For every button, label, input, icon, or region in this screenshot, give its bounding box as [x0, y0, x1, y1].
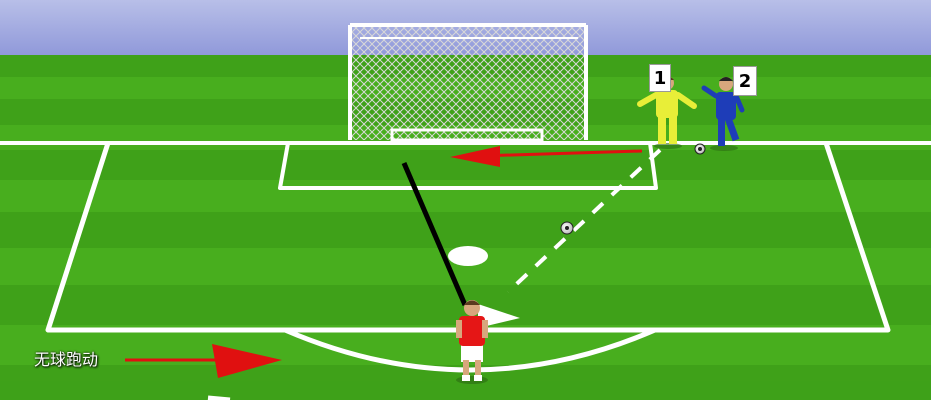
player-1-number-badge: 1: [649, 64, 671, 92]
run-path-line: [401, 162, 468, 306]
grass-stripes: [0, 55, 931, 400]
player-1-number: 1: [653, 67, 667, 89]
goal: [348, 23, 588, 142]
arrow-off-ball-run: [125, 344, 282, 378]
penalty-spot: [448, 246, 488, 266]
player-2-number: 2: [738, 70, 752, 92]
pass-path-dashed: [506, 148, 662, 294]
soccer-ball-icon: [560, 221, 574, 235]
player-2-server: [701, 77, 745, 151]
flag-marker-icon: [478, 304, 520, 328]
arrow-pass-to-keeper: [450, 146, 643, 167]
attacker-player: [456, 300, 488, 384]
player-2-number-badge: 2: [733, 66, 757, 96]
soccer-ball-icon: [694, 143, 706, 155]
annotation-label: 无球跑动: [34, 350, 99, 369]
